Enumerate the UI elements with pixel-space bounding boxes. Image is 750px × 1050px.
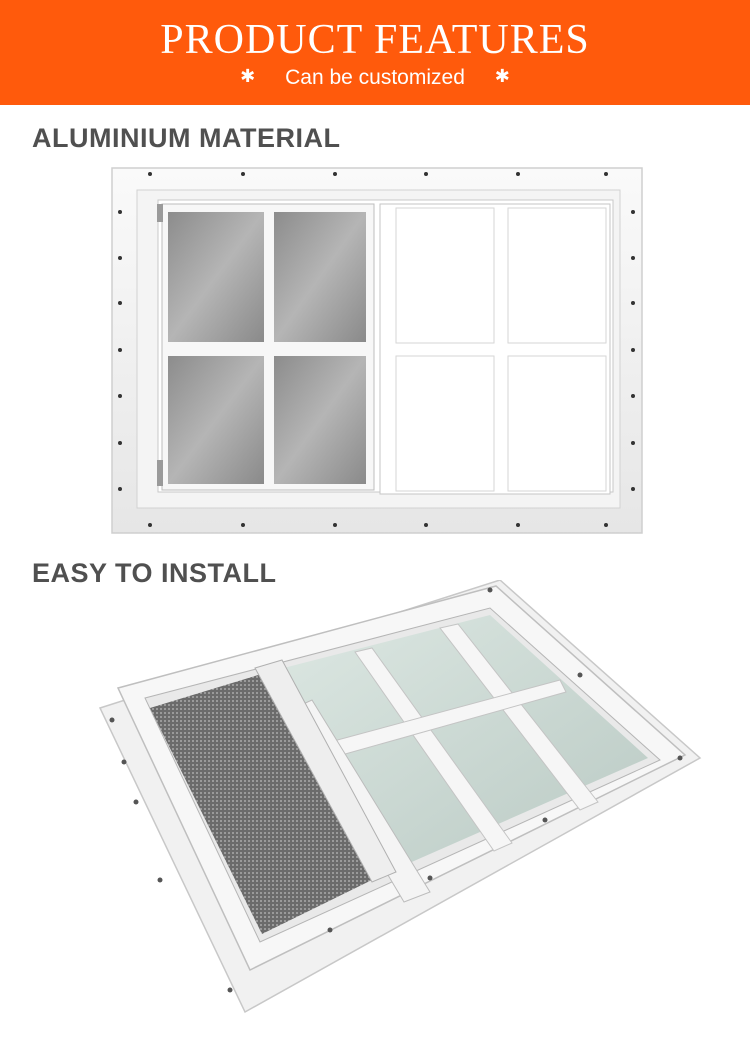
section-heading-install: EASY TO INSTALL (32, 558, 277, 588)
star-icon: ✱ (240, 66, 256, 87)
window-angled-image (98, 580, 702, 1014)
banner-subtitle-row: ✱ Can be customized ✱ (0, 64, 750, 92)
header-banner: PRODUCT FEATURES ✱ Can be customized ✱ (0, 0, 750, 105)
section-heading-aluminium: ALUMINIUM MATERIAL (32, 123, 341, 153)
banner-title: PRODUCT FEATURES (160, 17, 590, 63)
banner-subtitle: Can be customized (285, 66, 465, 89)
window-front-image (111, 167, 643, 534)
star-icon: ✱ (494, 66, 510, 87)
